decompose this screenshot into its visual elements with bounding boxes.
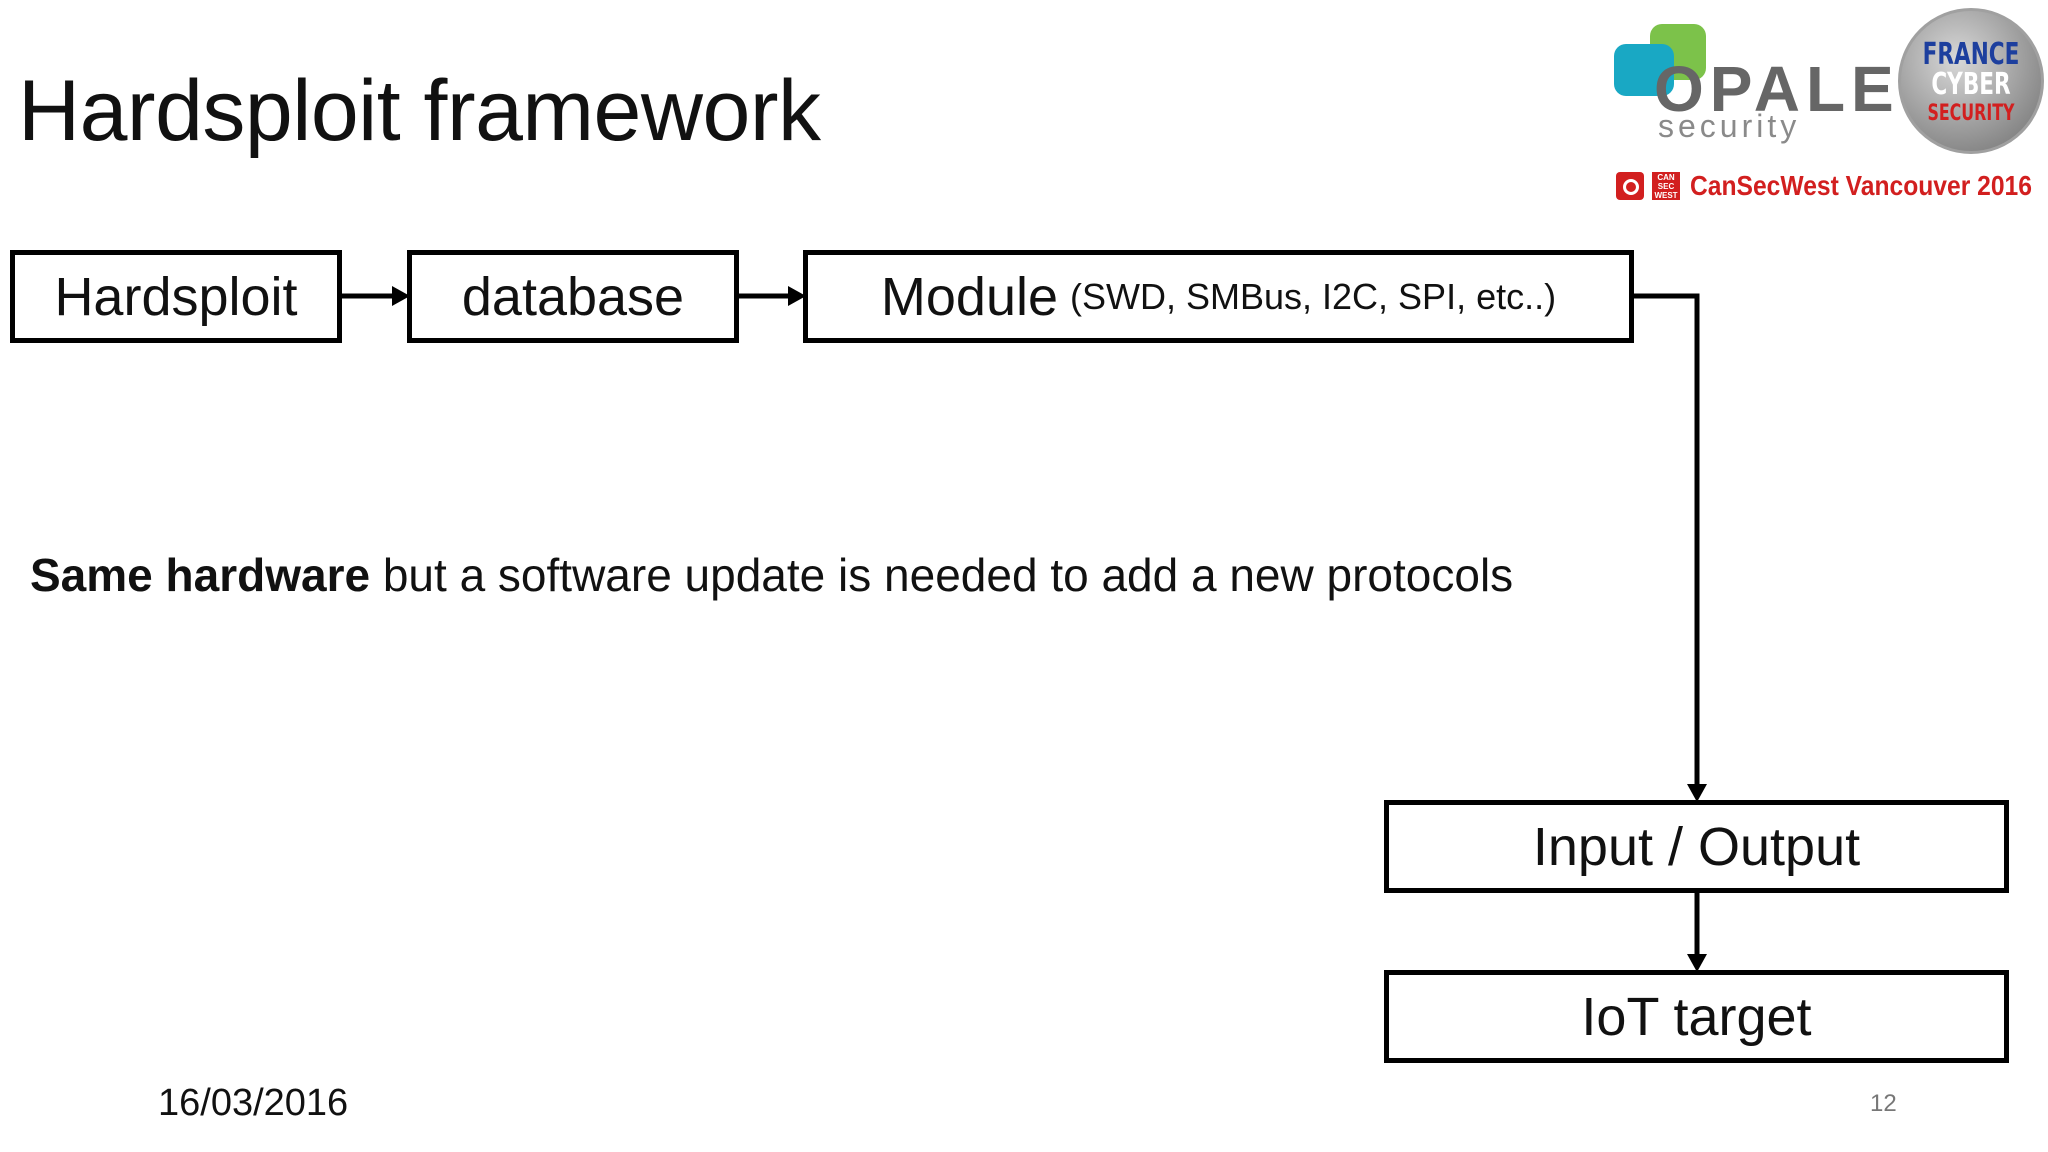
iot-target-label: IoT target xyxy=(1581,986,1812,1047)
slide-date: 16/03/2016 xyxy=(158,1082,349,1124)
cansecwest-badge-line-2: SEC xyxy=(1657,181,1675,191)
iot-target-node: IoT target xyxy=(1384,970,2009,1063)
opale-logo-tagline: security xyxy=(1658,108,1801,144)
logo-area: OPALE security FRANCE CYBER SECURITY CAN… xyxy=(1598,0,2048,210)
hardsploit-label: Hardsploit xyxy=(54,266,298,327)
io-label: Input / Output xyxy=(1532,816,1861,877)
io-node: Input / Output xyxy=(1384,800,2009,893)
slide-title: Hardsploit framework xyxy=(18,63,821,159)
opale-logo-name: OPALE xyxy=(1654,53,1900,125)
cansecwest-badge-icon: CAN SEC WEST xyxy=(1652,172,1680,200)
note-bold: Same hardware xyxy=(30,549,371,601)
database-node: database xyxy=(407,250,739,343)
opale-logo-blue-square xyxy=(1614,44,1674,96)
cansecwest-banner: CAN SEC WEST CanSecWest Vancouver 2016 xyxy=(1616,170,2048,202)
cansecwest-badge-line-3: WEST xyxy=(1654,190,1678,200)
module-detail: (SWD, SMBus, I2C, SPI, etc..) xyxy=(1070,275,1557,317)
database-label: database xyxy=(461,266,685,327)
page-number: 12 xyxy=(1870,1090,1897,1117)
note-rest: but a software update is needed to add a… xyxy=(370,549,1514,601)
cansecwest-badge-line-1: CAN xyxy=(1657,172,1675,182)
seal-line-1: FRANCE xyxy=(1922,37,2020,72)
cansecwest-power-icon xyxy=(1616,172,1644,200)
france-cyber-security-seal: FRANCE CYBER SECURITY xyxy=(1898,8,2044,154)
note-text: Same hardware but a software update is n… xyxy=(30,548,1513,602)
module-label: Module xyxy=(880,266,1058,327)
seal-line-3: SECURITY xyxy=(1927,101,2015,126)
hardsploit-node: Hardsploit xyxy=(10,250,342,343)
seal-line-2: CYBER xyxy=(1931,67,2011,102)
conference-name: CanSecWest Vancouver 2016 xyxy=(1690,170,2032,201)
module-node: Module (SWD, SMBus, I2C, SPI, etc..) xyxy=(803,250,1634,343)
connector-module-io xyxy=(1632,293,1700,788)
